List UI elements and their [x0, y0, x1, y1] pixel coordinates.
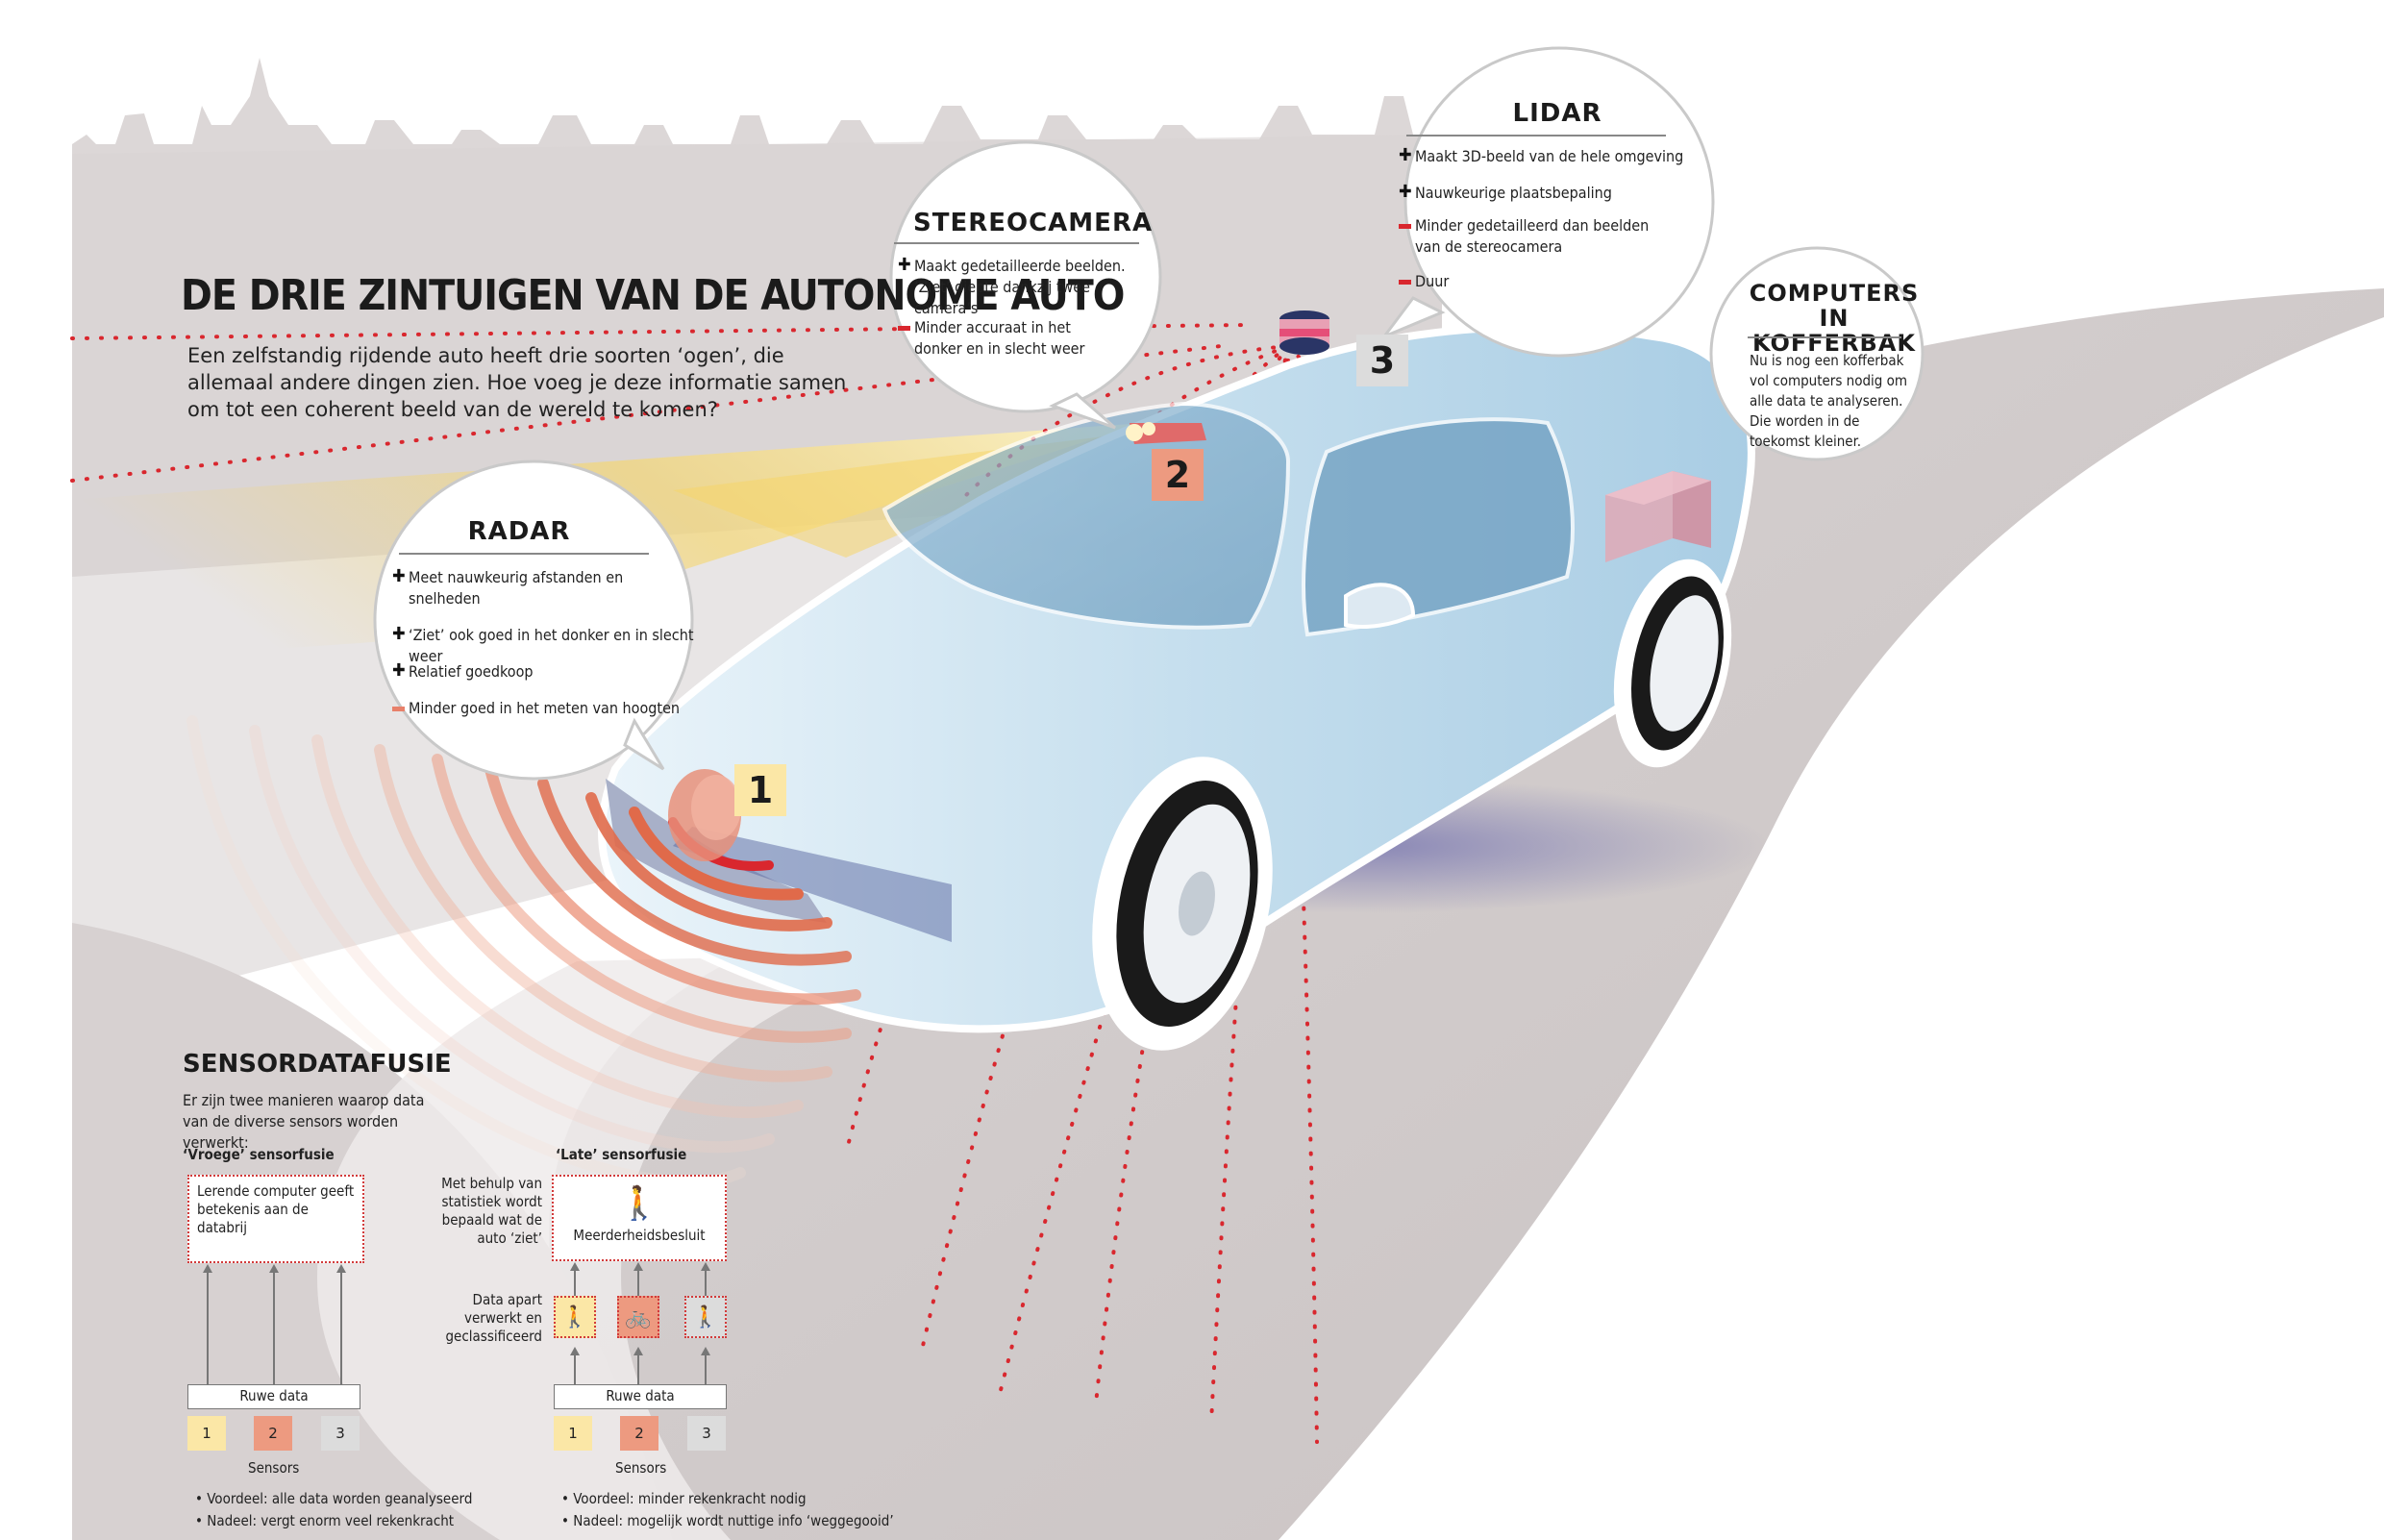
early-fusion-heading: ‘Vroege’ sensorfusie — [183, 1146, 335, 1163]
lidar-sensor — [1279, 310, 1329, 355]
early-fusion-box: Lerende computer geeft betekenis aan de … — [187, 1175, 364, 1263]
trunk-computer-box — [1605, 471, 1711, 562]
radar-item: ✚Relatief goedkoop — [392, 660, 534, 682]
late-sensor-3: 3 — [687, 1416, 726, 1451]
computers-bubble — [1709, 246, 1925, 461]
computers-text: Nu is nog een kofferbak vol computers no… — [1750, 352, 1908, 450]
lidar-item: Duur — [1399, 271, 1655, 292]
page-title: DE DRIE ZINTUIGEN VAN DE AUTONOME AUTO — [181, 271, 1125, 320]
plus-icon: ✚ — [392, 624, 406, 644]
computers-title: COMPUTERS IN KOFFERBAK — [1749, 280, 1920, 357]
radar-rule — [399, 553, 649, 555]
person-icon: 🚶 — [618, 1185, 660, 1222]
lidar-bubble — [1379, 46, 1715, 358]
bicycle-icon: 🚲 — [617, 1296, 659, 1338]
radar-title: RADAR — [467, 517, 571, 546]
late-decision-box: 🚶 Meerderheidsbesluit — [552, 1175, 727, 1261]
lidar-item: Minder gedetailleerd dan beelden van de … — [1399, 215, 1665, 258]
radar-sensor — [668, 769, 741, 861]
late-classified-label: Data apart verwerkt en geclassificeerd — [445, 1291, 542, 1345]
radar-item: ✚‘Ziet’ ook goed in het donker en in sle… — [392, 624, 694, 666]
minus-icon — [898, 326, 910, 331]
late-raw-data: Ruwe data — [554, 1384, 727, 1409]
plus-icon: ✚ — [1399, 182, 1412, 202]
road — [549, 288, 2384, 1540]
late-fusion-heading: ‘Late’ sensorfusie — [556, 1146, 687, 1163]
early-sensor-1: 1 — [187, 1416, 226, 1451]
early-sensors-label: Sensors — [248, 1459, 300, 1477]
lidar-item: ✚Nauwkeurige plaatsbepaling — [1399, 182, 1612, 203]
plus-icon: ✚ — [898, 255, 911, 275]
late-sensor-1: 1 — [554, 1416, 592, 1451]
person-icon: 🚶 — [554, 1296, 596, 1338]
front-wheel — [1092, 757, 1273, 1051]
late-stat-label: Met behulp van statistiek wordt bepaald … — [441, 1175, 542, 1247]
radar-item: ✚Meet nauwkeurig afstanden en snelheden — [392, 566, 624, 609]
early-cons: • Nadeel: vergt enorm veel rekenkracht — [195, 1512, 455, 1529]
lidar-item: ✚Maakt 3D-beeld van de hele omgeving — [1399, 145, 1684, 166]
person-icon: 🚶 — [684, 1296, 727, 1338]
radar-bubble — [373, 460, 694, 781]
stereocamera-bubble — [889, 140, 1162, 430]
minus-icon — [1399, 224, 1411, 229]
sensorfusion-intro: Er zijn twee manieren waarop data van de… — [183, 1091, 425, 1152]
stereocamera-sensor — [1126, 422, 1206, 444]
late-pros: • Voordeel: minder rekenkracht nodig — [561, 1490, 807, 1507]
sensorfusion-title: SENSORDATAFUSIE — [183, 1050, 452, 1079]
late-sensors-label: Sensors — [615, 1459, 667, 1477]
stereocamera-item: Minder accuraat in het donker en in slec… — [898, 317, 1106, 360]
early-sensor-3: 3 — [321, 1416, 360, 1451]
late-sensor-2: 2 — [620, 1416, 658, 1451]
early-raw-data: Ruwe data — [187, 1384, 360, 1409]
early-sensor-2: 2 — [254, 1416, 292, 1451]
stereocamera-rule — [894, 242, 1139, 244]
lidar-title: LIDAR — [1512, 99, 1602, 128]
stereocamera-item: ✚Maakt gedetailleerde beelden. ‘Ziet’ di… — [898, 255, 1126, 318]
minus-icon — [1399, 280, 1411, 285]
radar-item: Minder goed in het meten van hoogten — [392, 698, 697, 719]
badge-radar: 1 — [734, 764, 786, 816]
computers-rule — [1748, 336, 1901, 338]
badge-stereocamera: 2 — [1152, 449, 1204, 501]
intro-text: Een zelfstandig rijdende auto heeft drie… — [187, 344, 847, 421]
plus-icon: ✚ — [392, 660, 406, 681]
stereocamera-title: STEREOCAMERA — [913, 209, 1154, 237]
late-cons: • Nadeel: mogelijk wordt nuttige info ‘w… — [561, 1512, 894, 1529]
rear-wheel — [1613, 559, 1732, 768]
minus-icon — [392, 707, 405, 711]
plus-icon: ✚ — [392, 566, 406, 586]
lidar-rule — [1406, 135, 1666, 137]
badge-lidar: 3 — [1356, 335, 1408, 386]
plus-icon: ✚ — [1399, 145, 1412, 165]
early-pros: • Voordeel: alle data worden geanalyseer… — [195, 1490, 473, 1507]
